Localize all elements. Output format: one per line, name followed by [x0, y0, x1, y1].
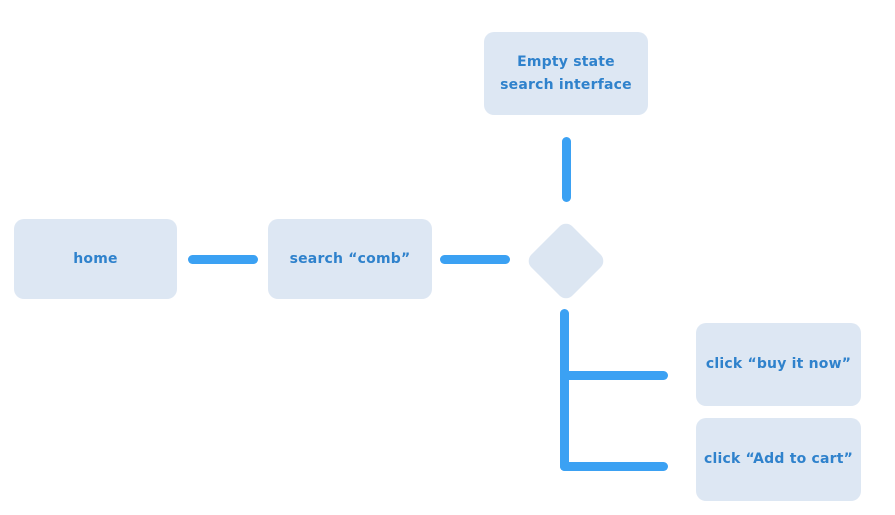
- flow-node-label: Empty state search interface: [500, 54, 632, 93]
- flow-node-label: click “buy it now”: [705, 356, 852, 373]
- flow-node-empty-state[interactable]: Empty state search interface: [484, 32, 648, 115]
- connector-branch-add-cart: [560, 462, 668, 471]
- flow-node-label: search “comb”: [289, 250, 411, 267]
- decision-diamond[interactable]: [524, 219, 608, 303]
- flow-node-label: home: [73, 250, 118, 267]
- connector-decision-empty-state: [562, 137, 571, 202]
- connector-branch-buy-now: [560, 371, 668, 380]
- connector-decision-down: [560, 309, 569, 471]
- flow-node-label: click “Add to cart”: [703, 451, 854, 468]
- flow-node-search-comb[interactable]: search “comb”: [268, 219, 432, 299]
- connector-home-search: [188, 255, 258, 264]
- flow-node-add-to-cart[interactable]: click “Add to cart”: [696, 418, 861, 501]
- connector-search-decision: [440, 255, 510, 264]
- flow-node-home[interactable]: home: [14, 219, 177, 299]
- flow-node-buy-it-now[interactable]: click “buy it now”: [696, 323, 861, 406]
